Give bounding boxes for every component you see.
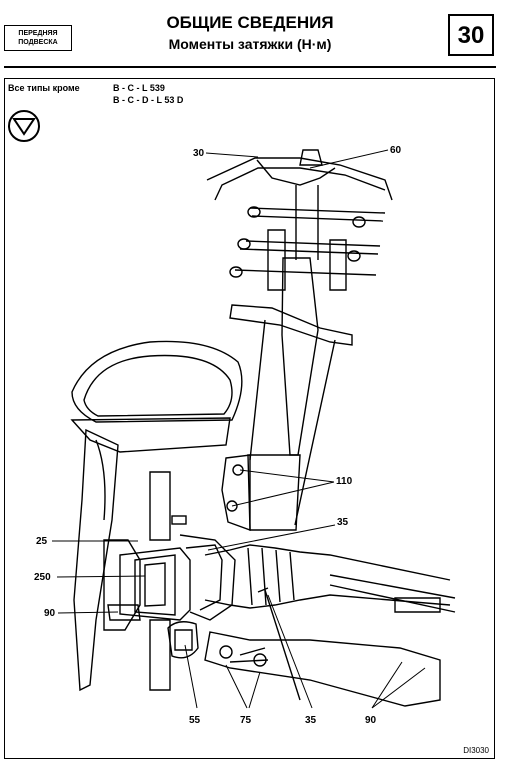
section-tag-line2: ПОДВЕСКА [18,39,58,46]
section-tag-line1: ПЕРЕДНЯЯ [18,30,58,37]
triangle-in-circle-icon [8,110,40,142]
header-rule [4,66,496,68]
callout-strut-bolts: 110 [336,476,353,487]
callout-arm-right: 90 [365,715,377,726]
diagram-callouts: 30 60 110 35 25 250 90 55 75 35 90 [34,145,402,726]
callout-driveshaft-nut: 35 [337,517,349,528]
page-title: ОБЩИЕ СВЕДЕНИЯ [166,13,334,32]
page-subtitle: Моменты затяжки (Н·м) [168,36,332,52]
callout-hub-center: 250 [34,572,51,583]
callout-balljoint: 55 [189,715,201,726]
figure-reference-code: DI3030 [463,746,489,755]
callout-hub-bottom: 90 [44,608,56,619]
chapter-number-badge: 30 [448,14,494,56]
callout-tierod: 35 [305,715,317,726]
diagram-frame [4,78,495,759]
callout-arm-bolts: 75 [240,715,252,726]
section-tag: ПЕРЕДНЯЯ ПОДВЕСКА [4,25,72,51]
callout-top-left: 30 [193,148,205,159]
callout-top-right: 60 [390,145,402,156]
applicability-label: Все типы кроме [8,83,80,93]
applicability-model-2: B - C - D - L 53 D [113,95,184,105]
applicability-model-1: B - C - L 539 [113,83,165,93]
callout-hub-top: 25 [36,536,48,547]
